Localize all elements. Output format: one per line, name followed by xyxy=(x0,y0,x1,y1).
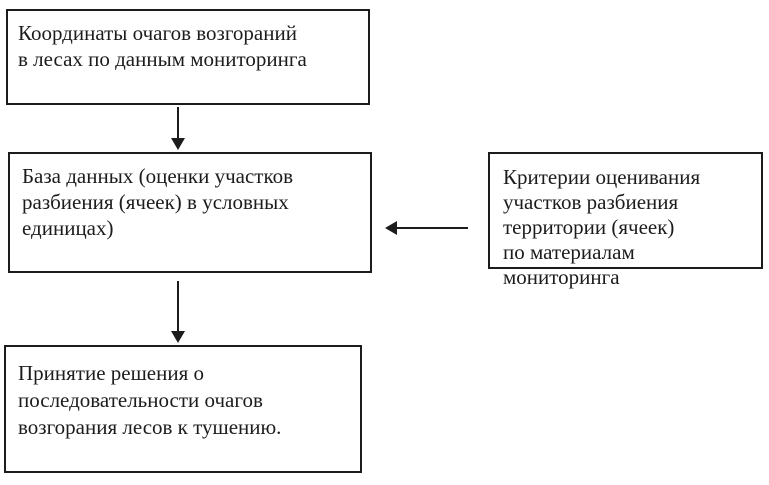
box-fire-coordinates: Координаты очагов возгораний в лесах по … xyxy=(6,9,370,105)
box-evaluation-criteria-text: Критерии оценивания участков разбиения т… xyxy=(503,165,701,289)
arrow-down-head-icon xyxy=(171,331,185,343)
box-database-text: База данных (оценки участков разбиения (… xyxy=(22,164,294,240)
box-decision-making: Принятие решения о последовательности оч… xyxy=(4,345,362,473)
box-fire-coordinates-text: Координаты очагов возгораний в лесах по … xyxy=(18,21,307,71)
arrow-down-line xyxy=(177,281,179,332)
box-evaluation-criteria: Критерии оценивания участков разбиения т… xyxy=(488,152,763,289)
box-decision-making-text: Принятие решения о последовательности оч… xyxy=(18,361,282,439)
arrow-left-head-icon xyxy=(385,221,397,235)
box-database: База данных (оценки участков разбиения (… xyxy=(8,152,372,273)
arrow-left-line xyxy=(396,227,468,229)
arrow-down-head-icon xyxy=(171,138,185,150)
arrow-down-line xyxy=(177,107,179,140)
